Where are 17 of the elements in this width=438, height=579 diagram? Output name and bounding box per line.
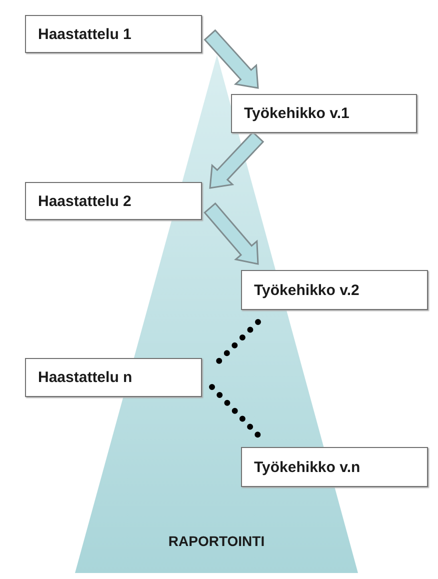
box-label: Haastattelu n: [38, 369, 132, 386]
process-box: [25, 15, 202, 53]
box-label: Työkehikko v.n: [254, 458, 360, 476]
box-label: Haastattelu 2: [38, 192, 132, 210]
block-arrow: [209, 131, 264, 189]
block-arrow: [204, 29, 259, 89]
stage-label: RAPORTOINTI: [167, 533, 266, 549]
process-box: [25, 182, 202, 220]
block-arrow: [204, 202, 259, 265]
process-box: [231, 94, 417, 133]
box-label: Työkehikko v.2: [254, 282, 360, 298]
dotted-connector: [209, 384, 261, 438]
box-label: Työkehikko v.1: [244, 105, 350, 122]
process-box: [241, 447, 428, 487]
box-label: Haastattelu 1: [38, 26, 132, 42]
process-box: [241, 270, 428, 310]
process-box: [25, 358, 202, 397]
